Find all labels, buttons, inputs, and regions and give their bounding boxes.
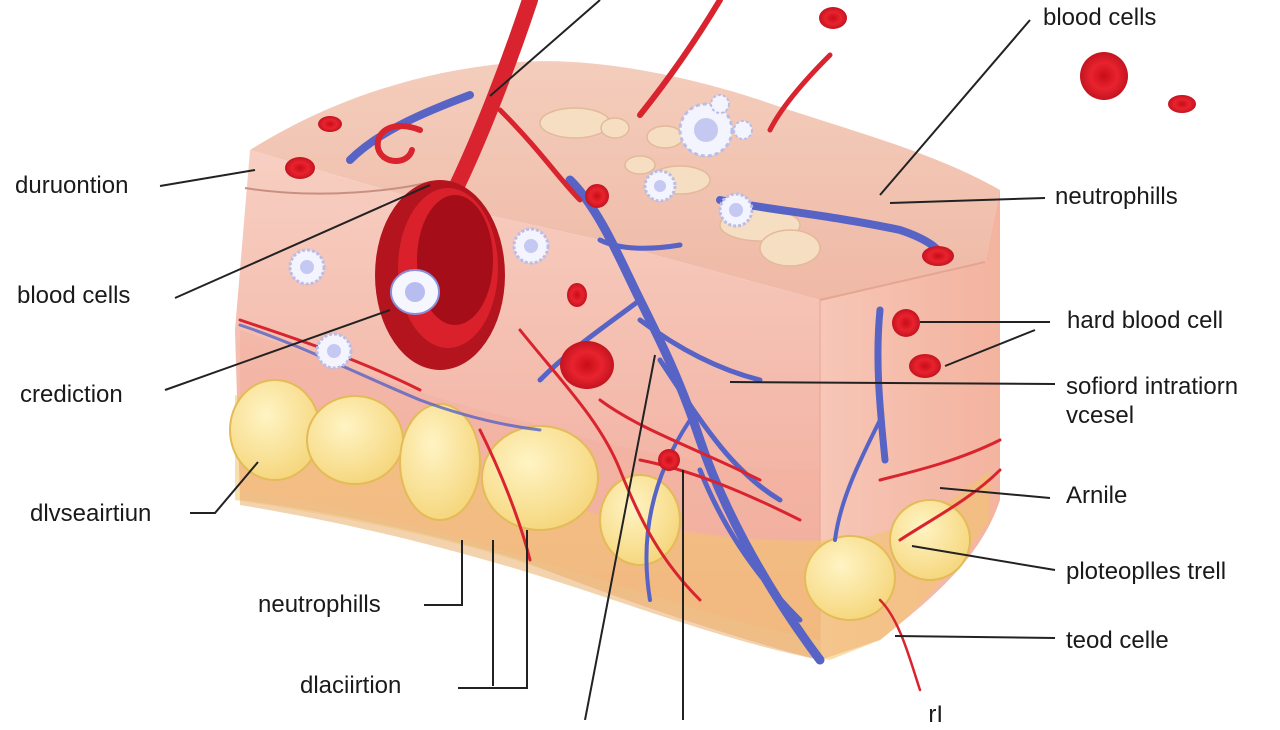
label-dlaciirtion: dlaciirtion [300,672,402,699]
label-crediction: crediction [20,381,123,408]
label-vcesel: vcesel [1066,402,1135,429]
label-ploteoplles-trell: ploteoplles trell [1066,558,1227,585]
rbc [892,309,920,337]
neutrophil [643,169,677,203]
rbc [922,246,954,266]
rbc [1168,95,1196,113]
label-neutrophills-right: neutrophills [1055,183,1178,210]
label-bottom-fragment: rI [915,701,943,728]
neutrophils [288,94,754,370]
label-dlvseairtiun: dlvseairtiun [30,500,152,527]
label-neutrophills-left: neutrophills [258,591,381,618]
rbc [567,283,587,307]
neutrophil [512,227,550,265]
fat-layer [229,379,990,660]
rbc [560,341,614,389]
leader-lines [159,0,1056,720]
label-sofiord-intratiorn: sofiord intratiorn [1066,373,1239,400]
rbc [658,449,680,471]
label-hard-blood-cell: hard blood cell [1067,307,1224,334]
rbc [1080,52,1128,100]
neutrophil [733,120,753,140]
label-duruontion: duruontion [15,172,129,199]
label-blood-cells-right: blood cells [1043,4,1157,31]
rbc [285,157,315,179]
label-arnile: Arnile [1066,482,1128,509]
rbc [909,354,941,378]
neutrophil [678,102,734,158]
neutrophil [718,192,754,228]
vessel-cross-section [375,180,505,370]
label-teod-celle: teod celle [1066,627,1169,654]
rbc [819,7,847,29]
rbc [318,116,342,132]
label-blood-cells-left: blood cells [17,282,131,309]
neutrophil [288,248,326,286]
red-blood-cells [285,7,1196,471]
arteries [238,0,1002,692]
neutrophil [315,332,353,370]
rbc [585,184,609,208]
neutrophil [710,94,730,114]
